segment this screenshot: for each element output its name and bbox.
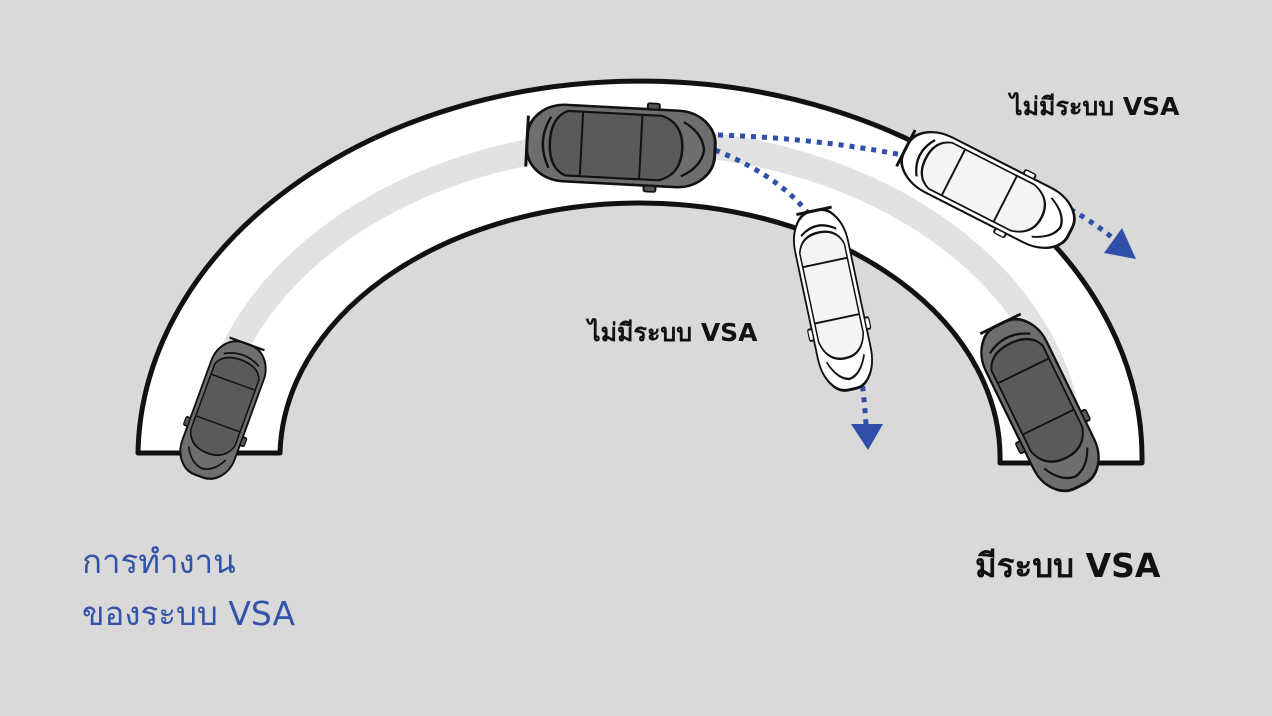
triangle-arrow-icon — [851, 424, 883, 450]
caption-line-2: ของระบบ VSA — [82, 594, 296, 633]
label-with-vsa: มีระบบ VSA — [975, 546, 1161, 585]
caption-line-1: การทำงาน — [82, 542, 236, 581]
road-surface — [135, 78, 1145, 466]
label-without-vsa-top: ไม่มีระบบ VSA — [1010, 92, 1180, 121]
label-without-vsa-middle: ไม่มีระบบ VSA — [588, 318, 758, 347]
caption: การทำงาน ของระบบ VSA — [82, 536, 295, 640]
triangle-arrow-icon — [1104, 228, 1136, 259]
car-topview-dark-icon — [523, 95, 719, 197]
